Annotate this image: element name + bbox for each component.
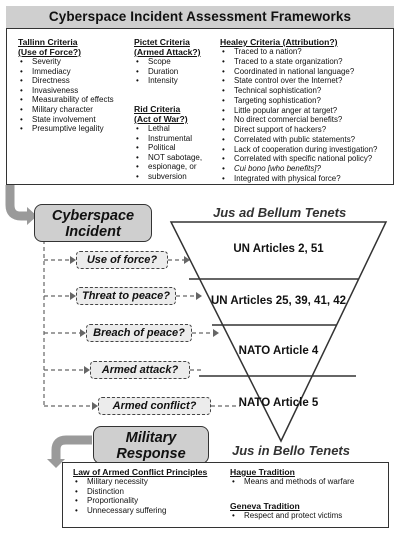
- tallinn-header-2: (Use of Force?): [18, 47, 82, 57]
- jus-in-bello-label: Jus in Bello Tenets: [232, 443, 350, 458]
- list-item: Military necessity: [73, 477, 207, 487]
- question-connectors: [43, 240, 92, 407]
- pictet-criteria: Pictet Criteria (Armed Attack?) Scope Du…: [134, 37, 201, 86]
- list-item: Means and methods of warfare: [230, 477, 354, 487]
- loac-header: Law of Armed Conflict Principles: [73, 467, 208, 477]
- list-item: Respect and protect victims: [230, 511, 342, 521]
- jus-ad-bellum-label: Jus ad Bellum Tenets: [213, 205, 347, 220]
- list-item: Invasiveness: [18, 86, 114, 96]
- list-item: Traced to a state organization?: [220, 57, 377, 67]
- list-item: Technical sophistication?: [220, 86, 377, 96]
- list-item: Directness: [18, 76, 114, 86]
- funnel-level-un-2-51: UN Articles 2, 51: [233, 243, 324, 255]
- list-item: State control over the Internet?: [220, 76, 377, 86]
- tallinn-list: Severity Immediacy Directness Invasivene…: [18, 57, 114, 134]
- list-item: Measurability of effects: [18, 95, 114, 105]
- question-armed-attack: Armed attack?: [90, 361, 190, 379]
- frameworks-to-incident-arrow: [5, 185, 28, 221]
- list-item: Correlated with specific national policy…: [220, 154, 377, 164]
- list-item: No direct commercial benefits?: [220, 115, 377, 125]
- funnel-level-nato-4: NATO Article 4: [238, 345, 319, 357]
- list-item: Scope: [134, 57, 201, 67]
- list-item: Severity: [18, 57, 114, 67]
- question-use-of-force: Use of force?: [76, 251, 168, 269]
- tallinn-header-1: Tallinn Criteria: [18, 37, 78, 47]
- geneva-header: Geneva Tradition: [230, 501, 300, 511]
- list-item: Unnecessary suffering: [73, 506, 207, 516]
- jus-ad-bellum-funnel: [169, 221, 388, 443]
- response-line-2: Response: [116, 446, 186, 462]
- military-response-box: Military Response: [93, 426, 209, 464]
- response-line-1: Military: [125, 430, 177, 446]
- geneva-tradition: Geneva Tradition Respect and protect vic…: [230, 501, 342, 521]
- list-item: Political: [134, 143, 202, 153]
- incident-line-1: Cyberspace: [51, 208, 135, 224]
- list-item: Immediacy: [18, 67, 114, 77]
- loac-principles: Law of Armed Conflict Principles Militar…: [73, 467, 207, 515]
- list-item: Direct support of hackers?: [220, 125, 377, 135]
- list-item: Intensity: [134, 76, 201, 86]
- funnel-connectors: [168, 259, 240, 407]
- funnel-level-un-25-39-41-42: UN Articles 25, 39, 41, 42: [210, 295, 347, 307]
- list-item: Duration: [134, 67, 201, 77]
- list-item: NOT sabotage,: [134, 153, 202, 163]
- loac-list: Military necessity Distinction Proportio…: [73, 477, 207, 515]
- healey-header: Healey Criteria (Attribution?): [220, 37, 338, 47]
- frameworks-title: Cyberspace Incident Assessment Framework…: [6, 6, 394, 29]
- rid-criteria: Rid Criteria (Act of War?) Lethal Instru…: [134, 104, 202, 182]
- funnel-level-nato-5: NATO Article 5: [238, 397, 319, 409]
- list-item: espionage, or: [134, 162, 202, 172]
- list-item: Integrated with physical force?: [220, 174, 377, 184]
- question-threat-to-peace: Threat to peace?: [76, 287, 176, 305]
- cyberspace-incident-box: Cyberspace Incident: [34, 204, 152, 242]
- list-item: Instrumental: [134, 134, 202, 144]
- list-item: Lack of cooperation during investigation…: [220, 145, 377, 155]
- response-to-loac-arrow: [51, 435, 92, 462]
- list-item: Cui bono [who benefits]?: [220, 164, 377, 174]
- list-item: Little popular anger at target?: [220, 106, 377, 116]
- response-to-loac-arrowhead: [47, 459, 65, 468]
- list-item: Distinction: [73, 487, 207, 497]
- frameworks-to-incident-arrowhead: [27, 207, 37, 225]
- hague-tradition: Hague Tradition Means and methods of war…: [230, 467, 354, 487]
- list-item: Coordinated in national language?: [220, 67, 377, 77]
- healey-criteria: Healey Criteria (Attribution?) Traced to…: [220, 37, 377, 184]
- question-arrowheads: [70, 256, 98, 410]
- list-item: Targeting sophistication?: [220, 96, 377, 106]
- incident-line-2: Incident: [65, 224, 121, 240]
- tallinn-criteria: Tallinn Criteria (Use of Force?) Severit…: [18, 37, 114, 134]
- healey-list: Traced to a nation? Traced to a state or…: [220, 47, 377, 184]
- list-item: Presumptive legality: [18, 124, 114, 134]
- hague-header: Hague Tradition: [230, 467, 295, 477]
- list-item: Traced to a nation?: [220, 47, 377, 57]
- rid-header-2: (Act of War?): [134, 114, 188, 124]
- list-item: subversion: [134, 172, 202, 182]
- rid-header-1: Rid Criteria: [134, 104, 181, 114]
- question-armed-conflict: Armed conflict?: [98, 397, 211, 415]
- rid-list: Lethal Instrumental Political NOT sabota…: [134, 124, 202, 182]
- list-item: Military character: [18, 105, 114, 115]
- question-breach-of-peace: Breach of peace?: [86, 324, 192, 342]
- hague-list: Means and methods of warfare: [230, 477, 354, 487]
- pictet-list: Scope Duration Intensity: [134, 57, 201, 86]
- pictet-header-2: (Armed Attack?): [134, 47, 201, 57]
- list-item: Lethal: [134, 124, 202, 134]
- list-item: Correlated with public statements?: [220, 135, 377, 145]
- list-item: State involvement: [18, 115, 114, 125]
- pictet-header-1: Pictet Criteria: [134, 37, 190, 47]
- list-item: Proportionality: [73, 496, 207, 506]
- geneva-list: Respect and protect victims: [230, 511, 342, 521]
